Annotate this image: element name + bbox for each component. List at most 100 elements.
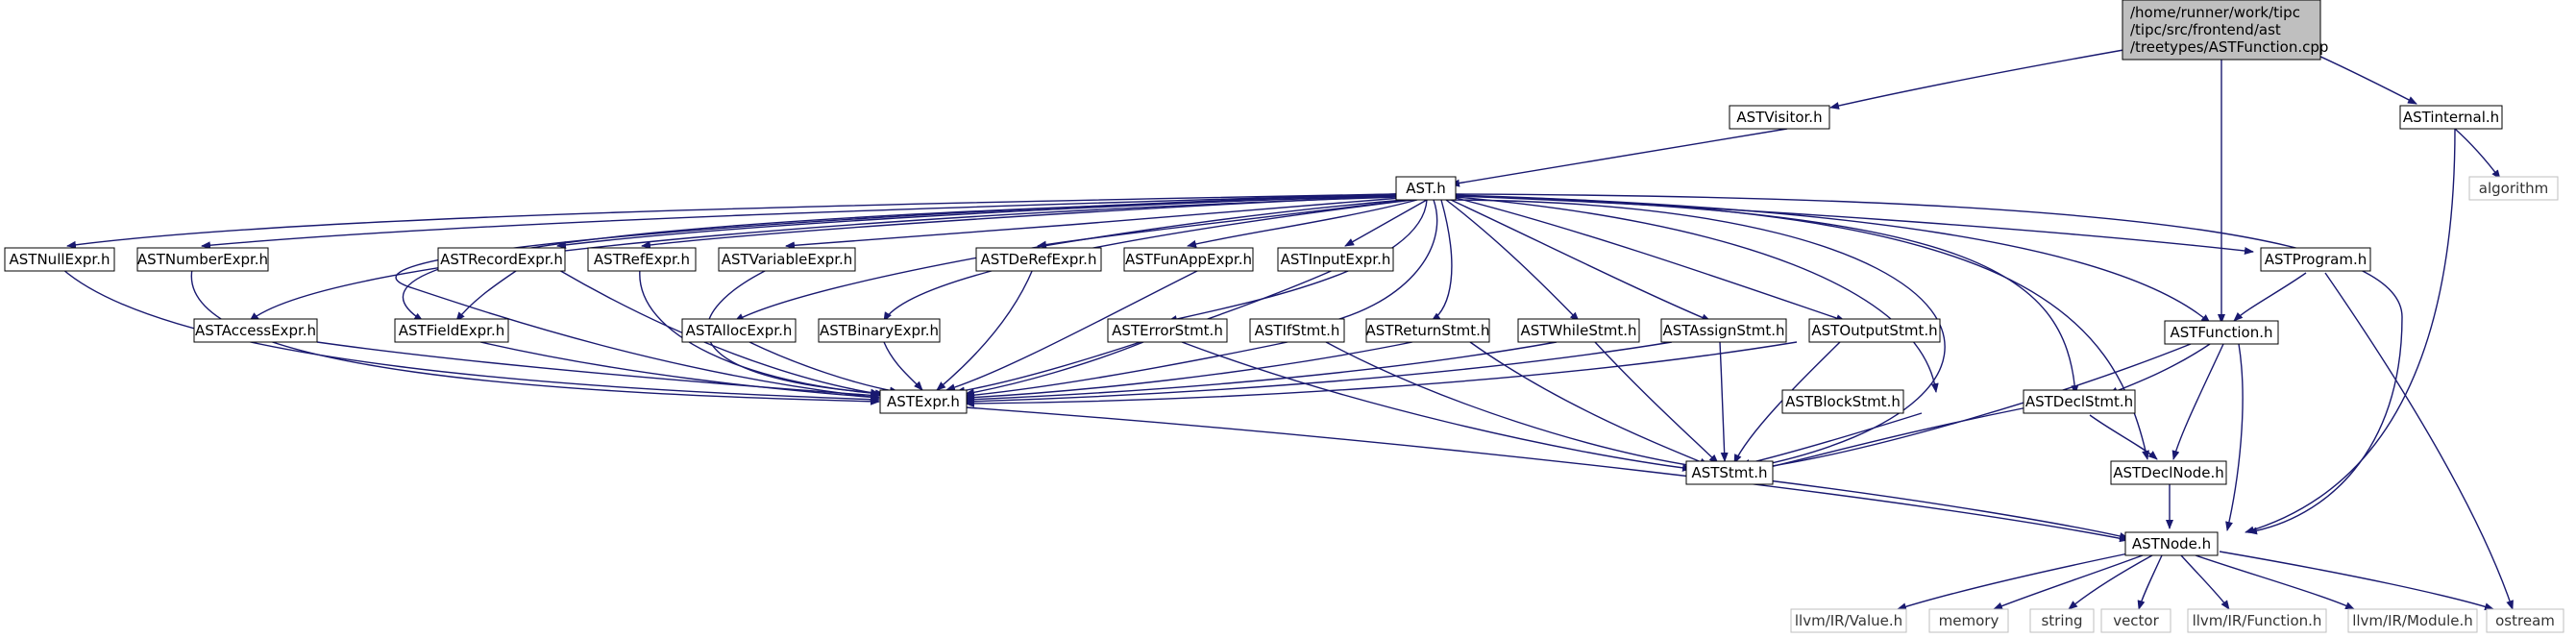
edge-ast-astrefexpr (641, 195, 1399, 249)
node-astbinaryexpr[interactable]: ASTBinaryExpr.h (818, 318, 941, 343)
node-memory[interactable]: memory (1928, 608, 2009, 633)
edge-astnullexpr-astexpr (61, 268, 880, 404)
node-astbinaryexpr-label: ASTBinaryExpr.h (820, 322, 939, 339)
node-astderefexpr[interactable]: ASTDeRefExpr.h (975, 247, 1102, 272)
node-astrefexpr-label: ASTRefExpr.h (594, 251, 690, 268)
node-astassignstmt[interactable]: ASTAssignStmt.h (1660, 318, 1787, 343)
node-astexpr-label: ASTExpr.h (887, 393, 960, 410)
node-llvmmodule[interactable]: llvm/IR/Module.h (2347, 608, 2478, 633)
node-astrefexpr[interactable]: ASTRefExpr.h (587, 247, 697, 272)
node-ast-label: AST.h (1406, 180, 1445, 197)
node-astifstmt-label: ASTIfStmt.h (1255, 322, 1340, 339)
root-file-line-2: /tipc/src/frontend/ast (2130, 21, 2281, 38)
node-llvmvalue-label: llvm/IR/Value.h (1795, 612, 1902, 629)
node-astoutputstmt[interactable]: ASTOutputStmt.h (1808, 318, 1941, 343)
edge-ast-astnumberexpr (201, 193, 1397, 250)
node-astblockstmt[interactable]: ASTBlockStmt.h (1781, 389, 1904, 414)
node-ostream[interactable]: ostream (2486, 608, 2564, 633)
edge-ast-astifstmt (1315, 199, 1438, 328)
node-astblockstmt-label: ASTBlockStmt.h (1785, 393, 1901, 410)
edge-astrecordexpr-astexpr (556, 268, 880, 397)
node-string[interactable]: string (2029, 608, 2095, 633)
node-astallocexpr-label: ASTAllocExpr.h (686, 322, 793, 339)
edge-ast-astfunappexpr (1187, 199, 1418, 248)
edge-ast-astaccessexpr (249, 196, 1399, 322)
edge-ast-astblockstmt (1455, 196, 1939, 393)
edge-astwhilestmt-aststmt (1594, 341, 1719, 464)
node-ostream-label: ostream (2495, 612, 2555, 629)
edge-astoutputstmt-astexpr (965, 341, 1798, 407)
edge-ast-astreturnstmt (1431, 199, 1453, 322)
edge-astreturnstmt-aststmt (1469, 341, 1709, 466)
edge-astoutputstmt-aststmt (1733, 341, 1841, 464)
node-root-file[interactable]: /home/runner/work/tipc /tipc/src/fronten… (2122, 0, 2328, 61)
node-algorithm[interactable]: algorithm (2468, 176, 2559, 201)
node-astaccessexpr-label: ASTAccessExpr.h (195, 322, 316, 339)
node-astnullexpr[interactable]: ASTNullExpr.h (4, 247, 115, 272)
node-astnullexpr-label: ASTNullExpr.h (10, 251, 110, 268)
node-astdeclstmt[interactable]: ASTDeclStmt.h (2023, 389, 2136, 414)
node-astnumberexpr[interactable]: ASTNumberExpr.h (136, 247, 269, 272)
edge-astfieldexpr-astexpr (479, 341, 880, 402)
edge-ast-asterrorstmt (1167, 199, 1428, 323)
node-vector[interactable]: vector (2100, 608, 2171, 633)
edge-astassignstmt-astexpr (965, 341, 1673, 405)
node-asterrorstmt[interactable]: ASTErrorStmt.h (1107, 318, 1228, 343)
node-astinputexpr[interactable]: ASTInputExpr.h (1277, 247, 1394, 272)
node-astifstmt[interactable]: ASTIfStmt.h (1249, 318, 1345, 343)
edge-astprogram-astfunction (2233, 272, 2307, 322)
edge-astnode-vector (2137, 554, 2163, 610)
edge-astrecordexpr-astfieldexpr (455, 268, 520, 322)
node-llvmvalue[interactable]: llvm/IR/Value.h (1790, 608, 1907, 633)
node-astreturnstmt[interactable]: ASTReturnStmt.h (1365, 318, 1490, 343)
edge-astprogram-ostream (2324, 272, 2514, 610)
node-string-label: string (2041, 612, 2082, 629)
node-astrecordexpr[interactable]: ASTRecordExpr.h (437, 247, 566, 272)
edge-root-astinternal (2305, 49, 2417, 105)
node-astinputexpr-label: ASTInputExpr.h (1281, 251, 1391, 268)
edge-astvisitor-ast (1450, 128, 1788, 187)
node-astnode[interactable]: ASTNode.h (2124, 531, 2219, 556)
edge-astnumberexpr-astexpr (190, 268, 880, 405)
node-astvariableexpr-label: ASTVariableExpr.h (722, 251, 853, 268)
edge-ast-astnode (1455, 193, 2403, 535)
node-astvariableexpr[interactable]: ASTVariableExpr.h (718, 247, 856, 272)
node-aststmt[interactable]: ASTStmt.h (1685, 460, 1774, 485)
edge-astdeclstmt-aststmt (1753, 406, 2028, 473)
node-astprogram-label: ASTProgram.h (2265, 251, 2367, 268)
node-astallocexpr[interactable]: ASTAllocExpr.h (681, 318, 797, 343)
node-astvisitor[interactable]: ASTVisitor.h (1729, 105, 1830, 130)
node-astfunappexpr[interactable]: ASTFunAppExpr.h (1123, 247, 1254, 272)
root-file-line-3: /treetypes/ASTFunction.cpp (2130, 38, 2328, 56)
node-ast[interactable]: AST.h (1395, 176, 1457, 201)
edge-astifstmt-astexpr (965, 341, 1288, 400)
edge-astassignstmt-aststmt (1719, 341, 1729, 462)
node-astaccessexpr[interactable]: ASTAccessExpr.h (193, 318, 318, 343)
edge-astdeclstmt-astdeclnode (2089, 414, 2158, 460)
node-astdeclnode[interactable]: ASTDeclNode.h (2110, 460, 2227, 485)
edge-astderefexpr-astexpr (936, 268, 1034, 391)
node-astfunappexpr-label: ASTFunAppExpr.h (1125, 251, 1252, 268)
node-astfieldexpr[interactable]: ASTFieldExpr.h (394, 318, 509, 343)
node-astwhilestmt[interactable]: ASTWhileStmt.h (1517, 318, 1640, 343)
node-astoutputstmt-label: ASTOutputStmt.h (1811, 322, 1937, 339)
edge-astinternal-algorithm (2454, 128, 2501, 180)
edge-ast-astdeclstmt (1455, 195, 2079, 395)
edge-asterrorstmt-astexpr (965, 341, 1144, 397)
edge-astfunction-astdeclnode (2171, 343, 2224, 460)
node-astfunction[interactable]: ASTFunction.h (2164, 320, 2279, 345)
edge-ast-astnullexpr (66, 193, 1397, 249)
node-astfunction-label: ASTFunction.h (2170, 324, 2272, 341)
node-astinternal-label: ASTinternal.h (2403, 109, 2499, 126)
node-llvmmodule-label: llvm/IR/Module.h (2352, 612, 2473, 629)
edge-asterrorstmt-aststmt (1181, 341, 1692, 472)
node-astexpr[interactable]: ASTExpr.h (879, 389, 968, 414)
edge-astfunction-astnode (2225, 343, 2244, 531)
edge-astnode-llvmfunction (2180, 554, 2230, 610)
node-astprogram[interactable]: ASTProgram.h (2260, 247, 2371, 272)
edge-ast-astexpr (395, 193, 1397, 401)
node-llvmfunction[interactable]: llvm/IR/Function.h (2187, 608, 2327, 633)
edge-astbinaryexpr-astexpr (883, 341, 923, 391)
edge-astaccessexpr-astexpr (316, 341, 880, 400)
node-astinternal[interactable]: ASTinternal.h (2399, 105, 2503, 130)
